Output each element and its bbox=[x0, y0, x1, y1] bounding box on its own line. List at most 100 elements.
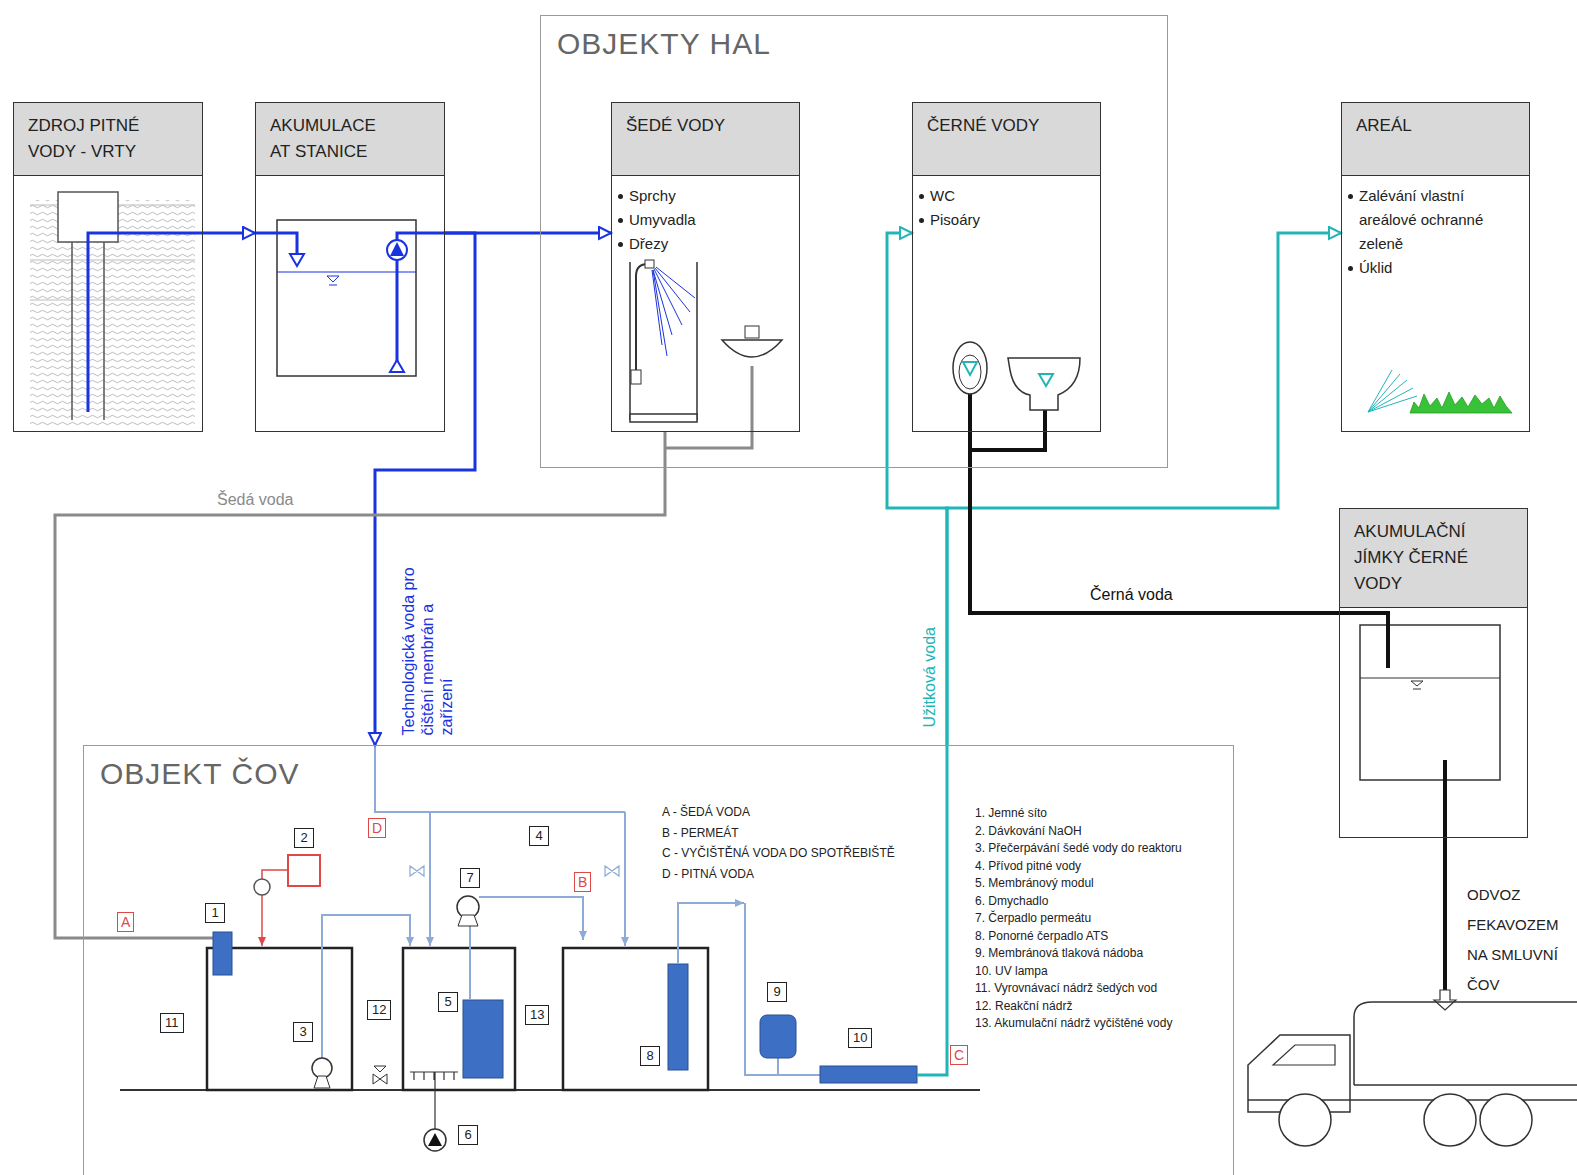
treatment-plant-scheme-part bbox=[745, 903, 820, 1075]
bullet-item: WC bbox=[917, 184, 1096, 208]
pipe-connector bbox=[55, 432, 665, 938]
cesspit-box: AKUMULAČNÍ JÍMKY ČERNÉ VODY bbox=[1339, 508, 1528, 838]
part-list-item: 9. Membránová tlaková nádoba bbox=[975, 946, 1143, 960]
shower-sink-illustration-part bbox=[652, 267, 695, 356]
bullet-item: Sprchy bbox=[616, 184, 795, 208]
callout-number: 3 bbox=[293, 1022, 313, 1042]
box-header: AREÁL bbox=[1342, 103, 1529, 176]
cesspit-tank-part bbox=[1443, 760, 1447, 990]
tanker-truck bbox=[1248, 1002, 1577, 1146]
shower-sink-illustration-part bbox=[745, 326, 759, 338]
shower-sink-illustration-part bbox=[631, 370, 641, 384]
storage-tank-part bbox=[255, 233, 297, 254]
treatment-plant-scheme-part bbox=[469, 918, 471, 1000]
stream-key: B - PERMEÁT bbox=[662, 826, 739, 840]
treatment-plant-scheme-part bbox=[403, 948, 515, 1090]
stream-marker: B bbox=[574, 872, 591, 892]
treatment-plant-scheme-part bbox=[288, 855, 320, 886]
part-list-item: 8. Ponorné čerpadlo ATS bbox=[975, 929, 1108, 943]
cesspit-tank-part bbox=[1434, 990, 1456, 1010]
treatment-plant-scheme-part bbox=[375, 745, 625, 812]
region-title: OBJEKTY HAL bbox=[541, 16, 787, 72]
blackwater-box: ČERNÉ VODYWCPisoáry bbox=[912, 102, 1101, 432]
toilet-illustration bbox=[953, 342, 1080, 450]
shower-sink-illustration-part bbox=[630, 414, 697, 422]
bullet-item: Zalévání vlastní areálové ochranné zelen… bbox=[1346, 184, 1525, 256]
box-header: ZDROJ PITNÉ VODY - VRTY bbox=[14, 103, 202, 176]
toilet-illustration-part bbox=[1008, 358, 1080, 410]
box-body bbox=[256, 176, 444, 192]
transport-note: ODVOZ FEKAVOZEM NA SMLUVNÍ ČOV bbox=[1467, 880, 1572, 1000]
stream-key: C - VYČIŠTĚNÁ VODA DO SPOTŘEBIŠTĚ bbox=[662, 846, 895, 860]
storage-tank-part bbox=[290, 254, 304, 266]
tanker-truck-part bbox=[1424, 1094, 1476, 1146]
region-title: OBJEKT ČOV bbox=[84, 746, 316, 802]
shower-sink-illustration-part bbox=[636, 264, 648, 382]
box-header: ŠEDÉ VODY bbox=[612, 103, 799, 176]
buildings-region: OBJEKTY HAL ŠEDÉ VODY SprchyUmyvadlaDřezy Č… bbox=[540, 15, 1168, 468]
box-header: AKUMULAČNÍ JÍMKY ČERNÉ VODY bbox=[1340, 509, 1527, 608]
box-header: ČERNÉ VODY bbox=[913, 103, 1100, 176]
part-list-item: 13. Akumulační nádrž vyčištěné vody bbox=[975, 1016, 1172, 1030]
box-body: WCPisoáry bbox=[913, 176, 1100, 240]
callout-number: 8 bbox=[640, 1046, 660, 1066]
part-list-item: 6. Dmychadlo bbox=[975, 894, 1048, 908]
bullet-item: Umyvadla bbox=[616, 208, 795, 232]
shower-sink-illustration-part bbox=[645, 260, 654, 268]
part-list-item: 10. UV lampa bbox=[975, 964, 1048, 978]
treatment-plant-scheme-part bbox=[463, 1000, 503, 1078]
treatment-plant-scheme-part bbox=[820, 1066, 917, 1083]
water-source-box: ZDROJ PITNÉ VODY - VRTY bbox=[13, 102, 203, 432]
plant-region: OBJEKT ČOV bbox=[83, 745, 1234, 1175]
greenery-illustration bbox=[1368, 370, 1512, 413]
treatment-plant-scheme-part bbox=[262, 870, 288, 879]
box-heading: ŠEDÉ VODY bbox=[626, 113, 776, 139]
site-box: AREÁL Zalévání vlastní areálové ochranné … bbox=[1341, 102, 1530, 432]
pipe-connector bbox=[947, 233, 1341, 745]
tanker-truck-part bbox=[1273, 1045, 1335, 1065]
well-illustration-part bbox=[88, 233, 203, 412]
cesspit-tank-part bbox=[1360, 625, 1500, 780]
shower-sink-illustration-part bbox=[665, 366, 752, 448]
treatment-plant-scheme-part bbox=[458, 915, 478, 926]
pipe-connector bbox=[375, 233, 475, 745]
treatment-plant-scheme-part bbox=[760, 1015, 796, 1058]
treatment-plant-scheme-part bbox=[668, 964, 688, 1070]
callout-number: 10 bbox=[848, 1028, 872, 1048]
storage-tank-part bbox=[277, 272, 416, 273]
bullet-item: Dřezy bbox=[616, 232, 795, 256]
greenery-illustration-part bbox=[1368, 370, 1417, 412]
box-heading: AKUMULAČNÍ JÍMKY ČERNÉ VODY bbox=[1354, 519, 1513, 597]
cesspit-tank-part bbox=[1411, 681, 1423, 689]
treatment-plant-scheme-part bbox=[678, 903, 744, 964]
storage-tank bbox=[255, 220, 445, 376]
stream-marker: D bbox=[368, 818, 386, 838]
pipe-connector bbox=[887, 233, 947, 745]
callout-number: 7 bbox=[460, 868, 480, 888]
part-list-item: 3. Přečerpávání šedé vody do reaktoru bbox=[975, 841, 1182, 855]
treatment-plant-scheme-part bbox=[254, 879, 270, 895]
treatment-plant-scheme-part bbox=[777, 1058, 779, 1075]
pipe-connector bbox=[203, 232, 255, 235]
bullet-item: Pisoáry bbox=[917, 208, 1096, 232]
box-body: Zalévání vlastní areálové ochranné zelen… bbox=[1342, 176, 1529, 288]
callout-number: 5 bbox=[438, 992, 458, 1012]
treatment-plant-scheme-part bbox=[428, 1133, 442, 1146]
stream-marker: A bbox=[117, 912, 134, 932]
treatment-plant-scheme-part bbox=[429, 812, 431, 946]
toilet-illustration-part bbox=[959, 355, 981, 389]
treatment-plant-scheme-part bbox=[83, 937, 213, 940]
tanker-truck-part bbox=[1279, 1094, 1331, 1146]
treatment-plant-scheme-part bbox=[917, 745, 947, 1075]
box-body bbox=[14, 176, 202, 192]
toilet-illustration-part bbox=[963, 362, 977, 375]
flow-label: Šedá voda bbox=[215, 490, 296, 509]
callout-number: 1 bbox=[205, 903, 225, 923]
box-body: SprchyUmyvadlaDřezy bbox=[612, 176, 799, 264]
part-list-item: 12. Reakční nádrž bbox=[975, 999, 1072, 1013]
part-list-item: 4. Přívod pitné vody bbox=[975, 859, 1081, 873]
part-list-item: 2. Dávkování NaOH bbox=[975, 824, 1082, 838]
toilet-illustration-part bbox=[953, 342, 987, 394]
treatment-plant-scheme-part bbox=[213, 932, 232, 975]
